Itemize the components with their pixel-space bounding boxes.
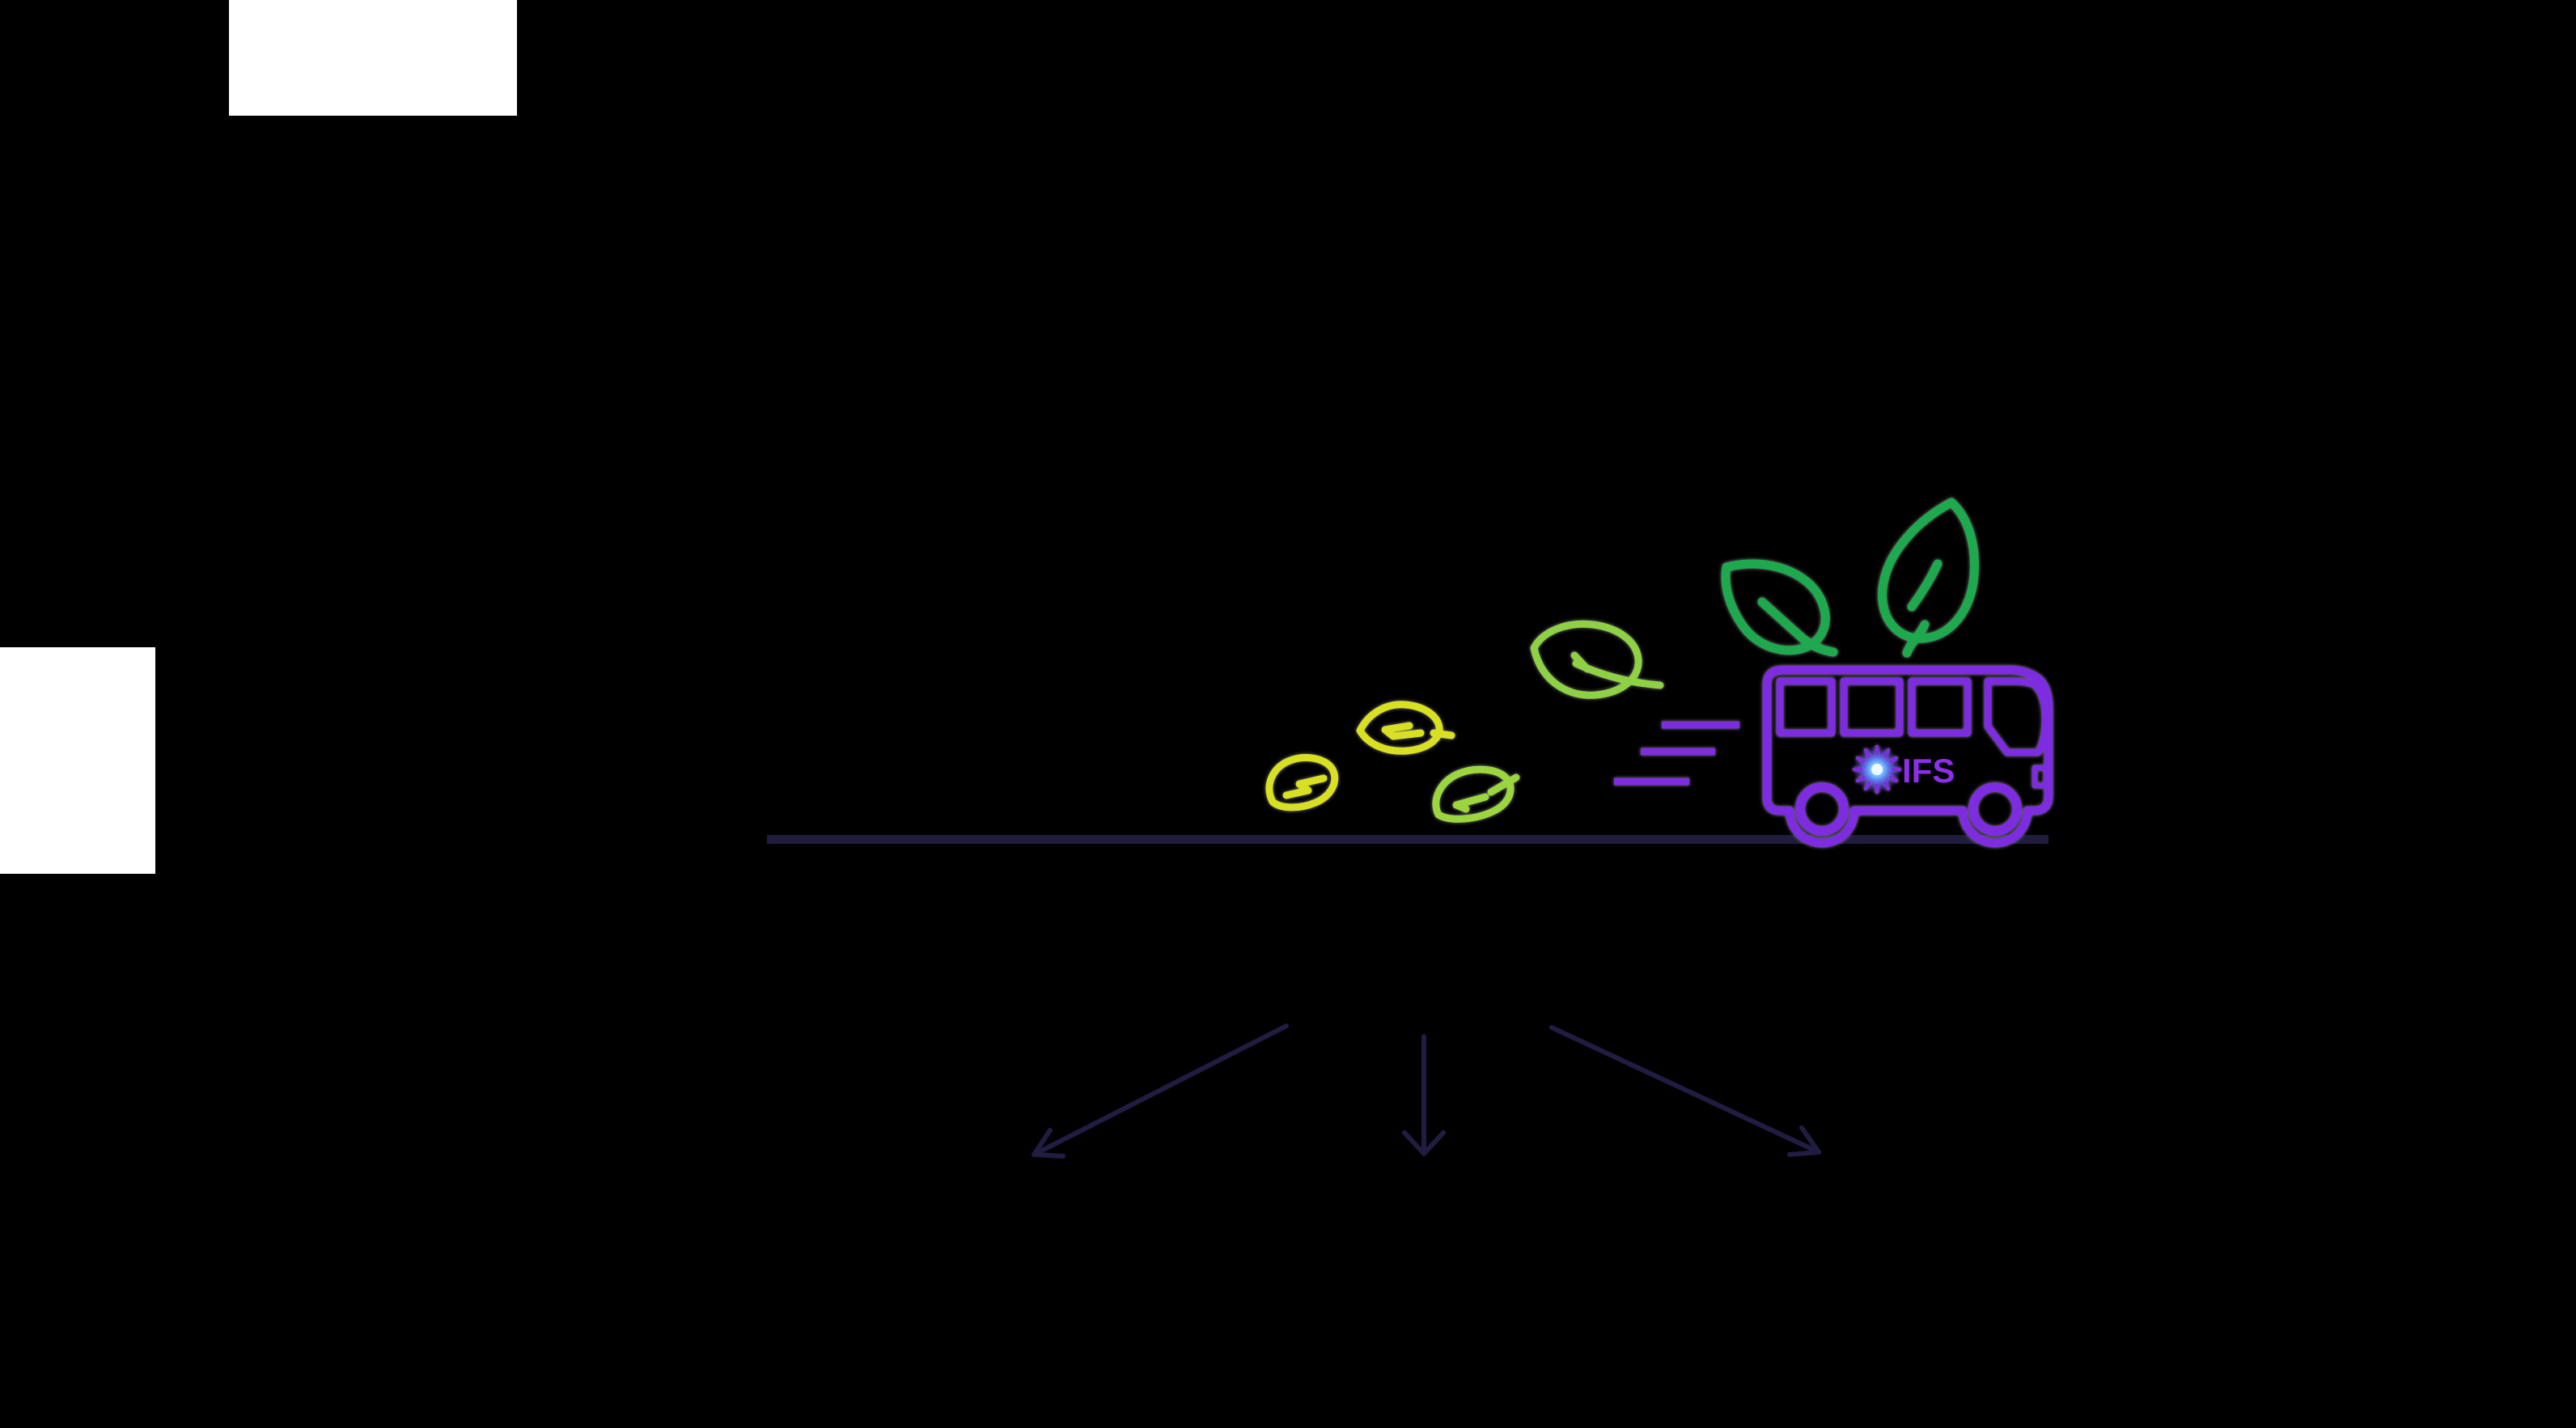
white-panel-left-edge (0, 647, 155, 874)
bus-wheel-front (1968, 782, 2022, 836)
speed-lines-icon (1614, 721, 1739, 786)
leaf-medium-yellow-icon (1356, 701, 1455, 755)
arrow-down-left-icon (1032, 1023, 1289, 1159)
ifs-logo-gear-core (1871, 764, 1883, 775)
road-line (767, 835, 2049, 844)
leaf-green-right-icon (1878, 498, 1979, 658)
bus-window (1908, 677, 1972, 737)
arrow-down-icon (1402, 1034, 1446, 1156)
bus-icon (1762, 665, 2053, 848)
arrow-down-right-icon (1549, 1025, 1821, 1157)
bus-body (1762, 665, 2053, 848)
bus-wheel-rear (1795, 782, 1849, 836)
ifs-logo-text: IFS (1902, 752, 1955, 790)
bus-windshield (1984, 677, 2049, 756)
leaf-light-green-icon (1530, 620, 1664, 699)
leaf-small-yellow-icon (1265, 753, 1339, 811)
bus-window (1776, 677, 1836, 737)
ifs-logo-gear-icon (1852, 744, 1902, 795)
white-panel-top-left (229, 0, 517, 116)
bus-window (1840, 677, 1904, 737)
leaf-green-left-icon (1721, 559, 1838, 657)
leaf-yellow-green-icon (1432, 765, 1520, 823)
ifs-logo: IFS (1852, 744, 1955, 795)
bus-headlight (2032, 765, 2049, 789)
